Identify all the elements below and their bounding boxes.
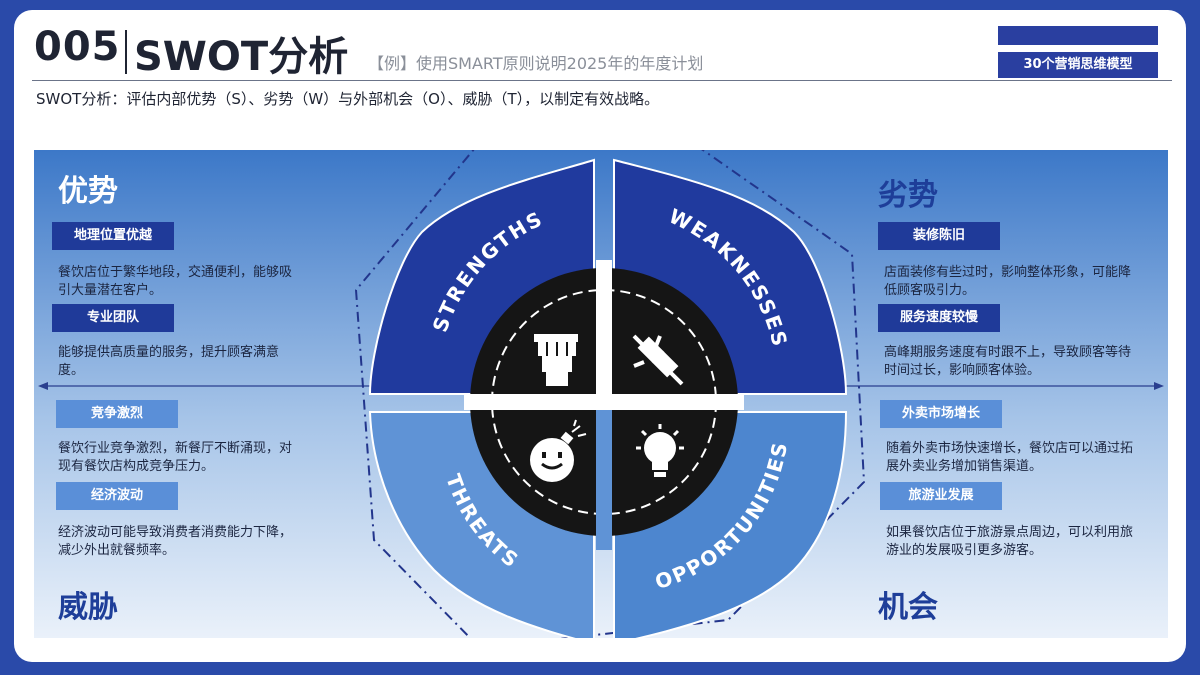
- weaknesses-item-2-title: 服务速度较慢: [878, 304, 1000, 332]
- title-separator: [125, 30, 127, 74]
- threats-item-2-desc: 经济波动可能导致消费者消费能力下降，减少外出就餐频率。: [58, 525, 293, 558]
- tag-accent-bar: [998, 26, 1158, 45]
- intro-text: SWOT分析：评估内部优势（S）、劣势（W）与外部机会（O）、威胁（T），以制定…: [36, 90, 660, 108]
- strengths-label: 优势: [58, 174, 118, 209]
- opportunities-item-2-title: 旅游业发展: [880, 482, 1002, 510]
- weaknesses-item-2-desc: 高峰期服务速度有时跟不上，导致顾客等待时间过长，影响顾客体验。: [884, 345, 1132, 378]
- center-horizontal-divider: [464, 394, 744, 410]
- weaknesses-item-1-title: 装修陈旧: [878, 222, 1000, 250]
- header-divider: [32, 80, 1172, 81]
- opportunities-label: 机会: [878, 590, 938, 625]
- bomb-icon: [530, 419, 587, 482]
- strengths-item-2-desc: 能够提供高质量的服务，提升顾客满意度。: [58, 345, 280, 378]
- slide-card: 005 SWOT分析 【例】使用SMART原则说明2025年的年度计划 30个营…: [14, 10, 1186, 662]
- page-subtitle: 【例】使用SMART原则说明2025年的年度计划: [368, 54, 704, 73]
- weaknesses-label: 劣势: [878, 178, 938, 213]
- raised-fist-icon: [534, 334, 578, 386]
- strengths-item-1-title: 地理位置优越: [52, 222, 174, 250]
- opportunities-item-1-desc: 随着外卖市场快速增长，餐饮店可以通过拓展外卖业务增加销售渠道。: [886, 441, 1134, 474]
- weaknesses-item-1-desc: 店面装修有些过时，影响整体形象，可能降低顾客吸引力。: [884, 265, 1132, 298]
- center-vertical-divider-top: [596, 260, 612, 394]
- opportunities-item-2-desc: 如果餐饮店位于旅游景点周边，可以利用旅游业的发展吸引更多游客。: [886, 525, 1134, 558]
- series-tag: 30个营销思维模型: [998, 52, 1158, 78]
- broken-plug-icon: [632, 334, 684, 386]
- threats-item-2-title: 经济波动: [56, 482, 178, 510]
- swot-diagram: STRENGTHS WEAKNESSES THREATS OPPORTUNITI…: [38, 150, 1164, 638]
- slide-number: 005: [34, 24, 121, 70]
- strengths-item-2-title: 专业团队: [52, 304, 174, 332]
- opportunities-item-1-title: 外卖市场增长: [880, 400, 1002, 428]
- threats-item-1-title: 竞争激烈: [56, 400, 178, 428]
- swot-panel: STRENGTHS WEAKNESSES THREATS OPPORTUNITI…: [34, 150, 1168, 638]
- threats-item-1-desc: 餐饮行业竞争激烈，新餐厅不断涌现，对现有餐饮店构成竞争压力。: [58, 441, 293, 474]
- threats-label: 威胁: [58, 590, 118, 625]
- axis-arrow-left: [38, 382, 48, 390]
- octagon-outline: [354, 150, 866, 638]
- page-title: SWOT分析: [134, 34, 349, 80]
- axis-arrow-right: [1154, 382, 1164, 390]
- strengths-item-1-desc: 餐饮店位于繁华地段，交通便利，能够吸引大量潜在客户。: [58, 265, 293, 298]
- lightbulb-icon: [636, 424, 684, 477]
